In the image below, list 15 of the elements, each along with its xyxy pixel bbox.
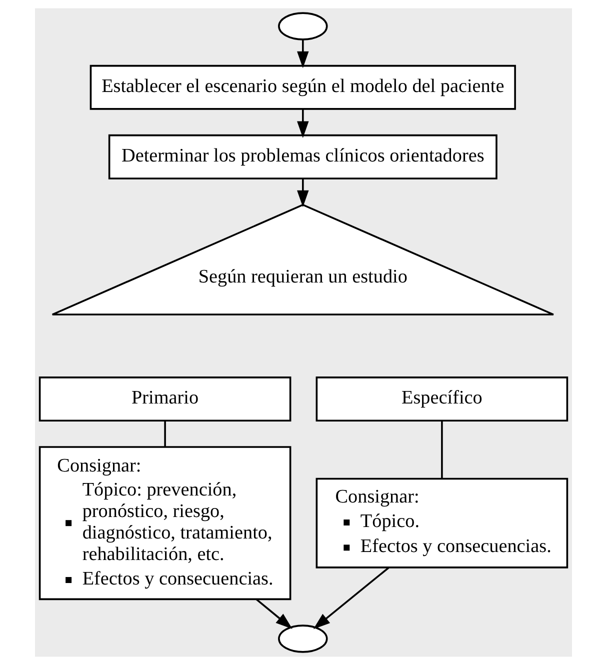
arrow <box>296 109 308 138</box>
node-box: Establecer el escenario según el modelo del paciente <box>89 64 516 110</box>
connector <box>440 420 442 478</box>
arrow <box>312 567 389 630</box>
node-box: Consignar: Tópico. Efectos y consecuencias. <box>315 478 568 568</box>
arrow <box>255 598 292 629</box>
arrow <box>296 40 308 68</box>
node-box: Específico <box>315 376 568 422</box>
connector <box>164 420 166 447</box>
node-box: Consignar: Tópico: prevención, pronóstico, riesgo, diagnóstico, tratamiento, rehabilitación, etc. Efectos y consecuencias. <box>38 446 291 600</box>
node-ellipse <box>278 624 328 653</box>
node-box: Primario <box>38 376 291 422</box>
node-ellipse <box>278 12 328 40</box>
node-box: Determinar los problemas clínicos orientadores <box>108 134 497 180</box>
arrow <box>296 178 308 208</box>
